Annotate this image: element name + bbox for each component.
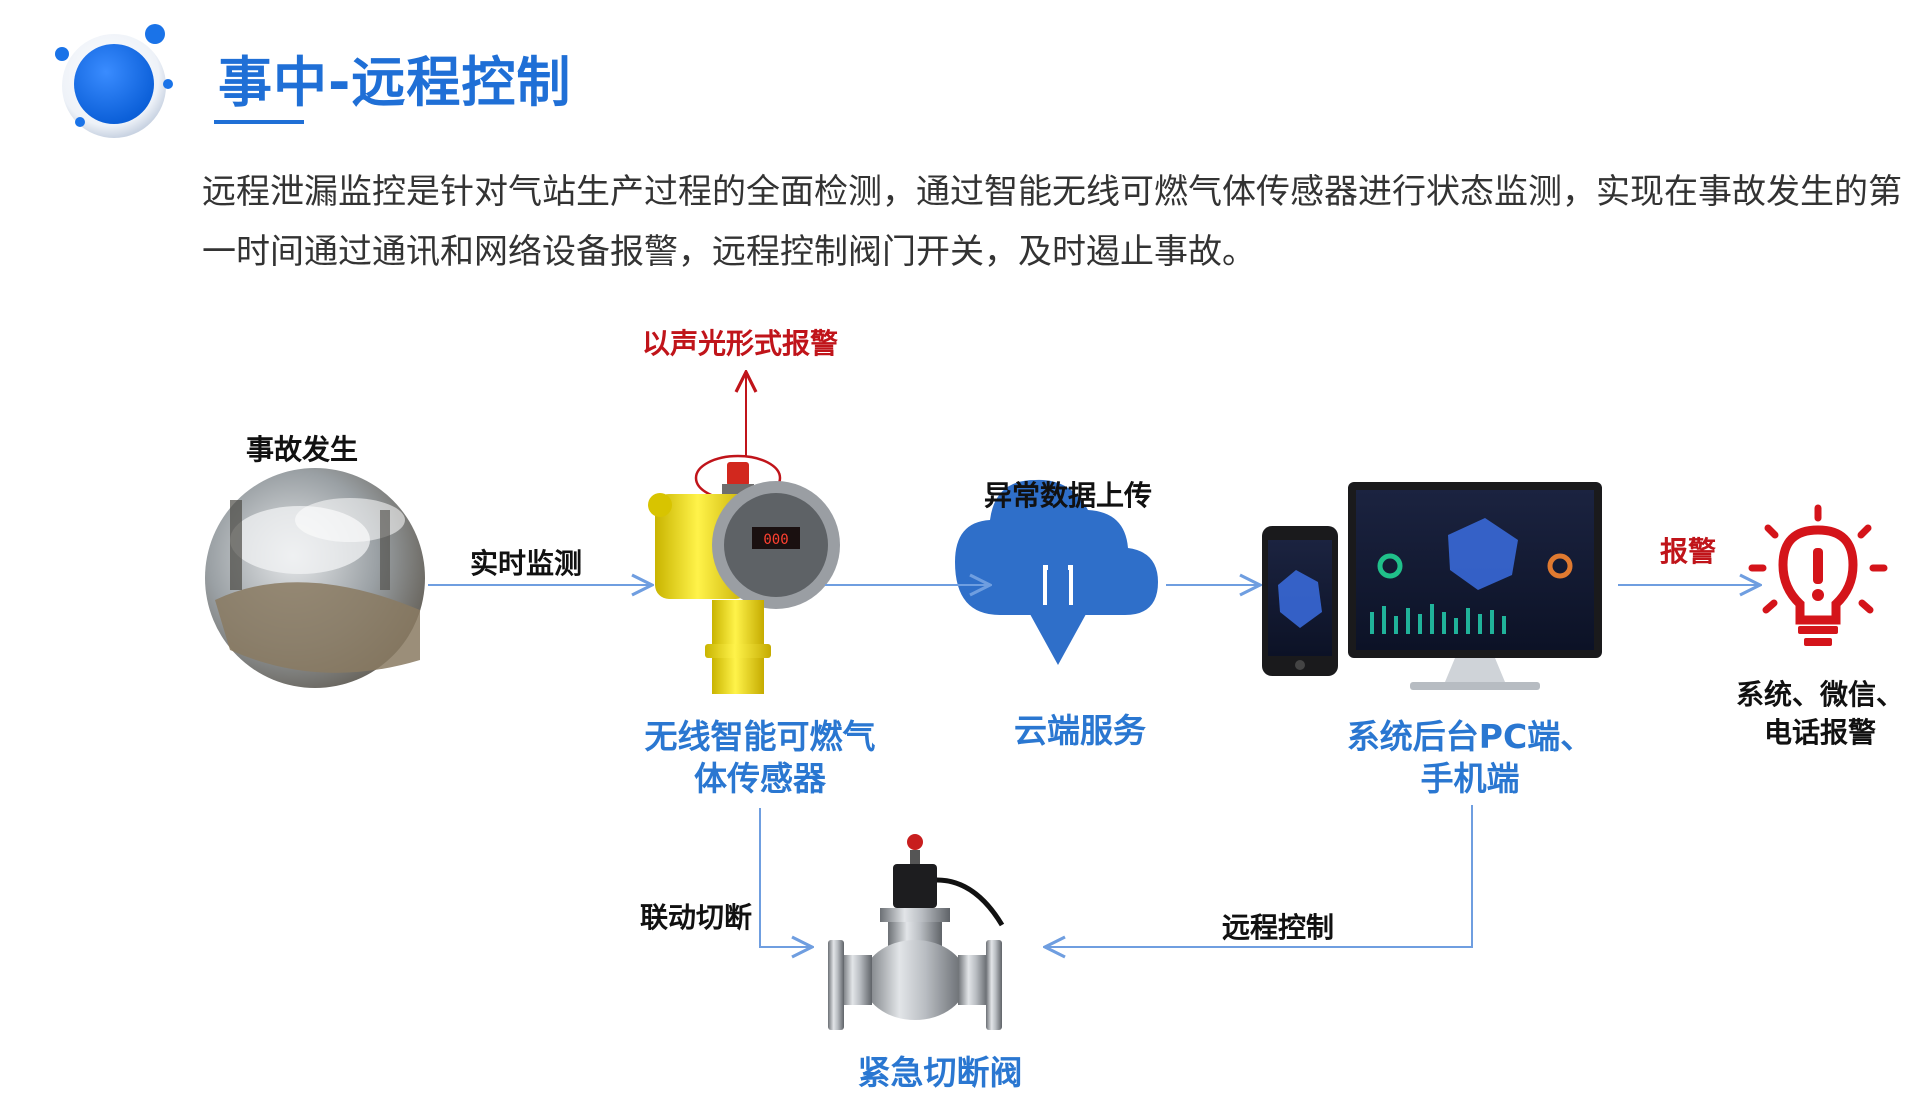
pc-monitor-image [1348, 482, 1602, 690]
gas-sensor-image: 000 [648, 454, 840, 694]
node-label-gas-sensor: 无线智能可燃气 体传感器 [644, 717, 876, 798]
alarm-bulb-icon [1748, 504, 1888, 646]
node-label-alarm-channels: 系统、微信、 电话报警 [1735, 678, 1904, 749]
description-text: 远程泄漏监控是针对气站生产过程的全面检测，通过智能无线可燃气体传感器进行状态监测… [202, 172, 1902, 272]
section-badge-icon [55, 24, 173, 138]
mobile-phone-image [1262, 526, 1338, 676]
edge-label-remote-control: 远程控制 [1222, 911, 1335, 944]
edge-label-abnormal-upload: 异常数据上传 [984, 479, 1153, 512]
svg-text:000: 000 [763, 532, 788, 548]
node-label-incident: 事故发生 [246, 433, 359, 466]
edge-label-alarm: 报警 [1660, 535, 1717, 568]
edge-label-audio-visual-alarm: 以声光形式报警 [642, 327, 839, 360]
cloud-service-icon [955, 479, 1158, 665]
emergency-valve-image [828, 834, 1005, 1030]
edge-label-realtime-monitor: 实时监测 [470, 547, 583, 580]
flow-edge-remote-control [1045, 805, 1473, 947]
node-label-cloud: 云端服务 [1014, 711, 1146, 750]
node-label-valve: 紧急切断阀 [857, 1053, 1023, 1092]
flow-edge-linked-cutoff [759, 808, 812, 947]
title-underline [214, 120, 304, 124]
edge-label-linked-cutoff: 联动切断 [640, 901, 753, 934]
incident-photo [205, 468, 425, 688]
page-title: 事中-远程控制 [218, 51, 572, 114]
node-label-backend: 系统后台PC端、 手机端 [1346, 717, 1594, 798]
